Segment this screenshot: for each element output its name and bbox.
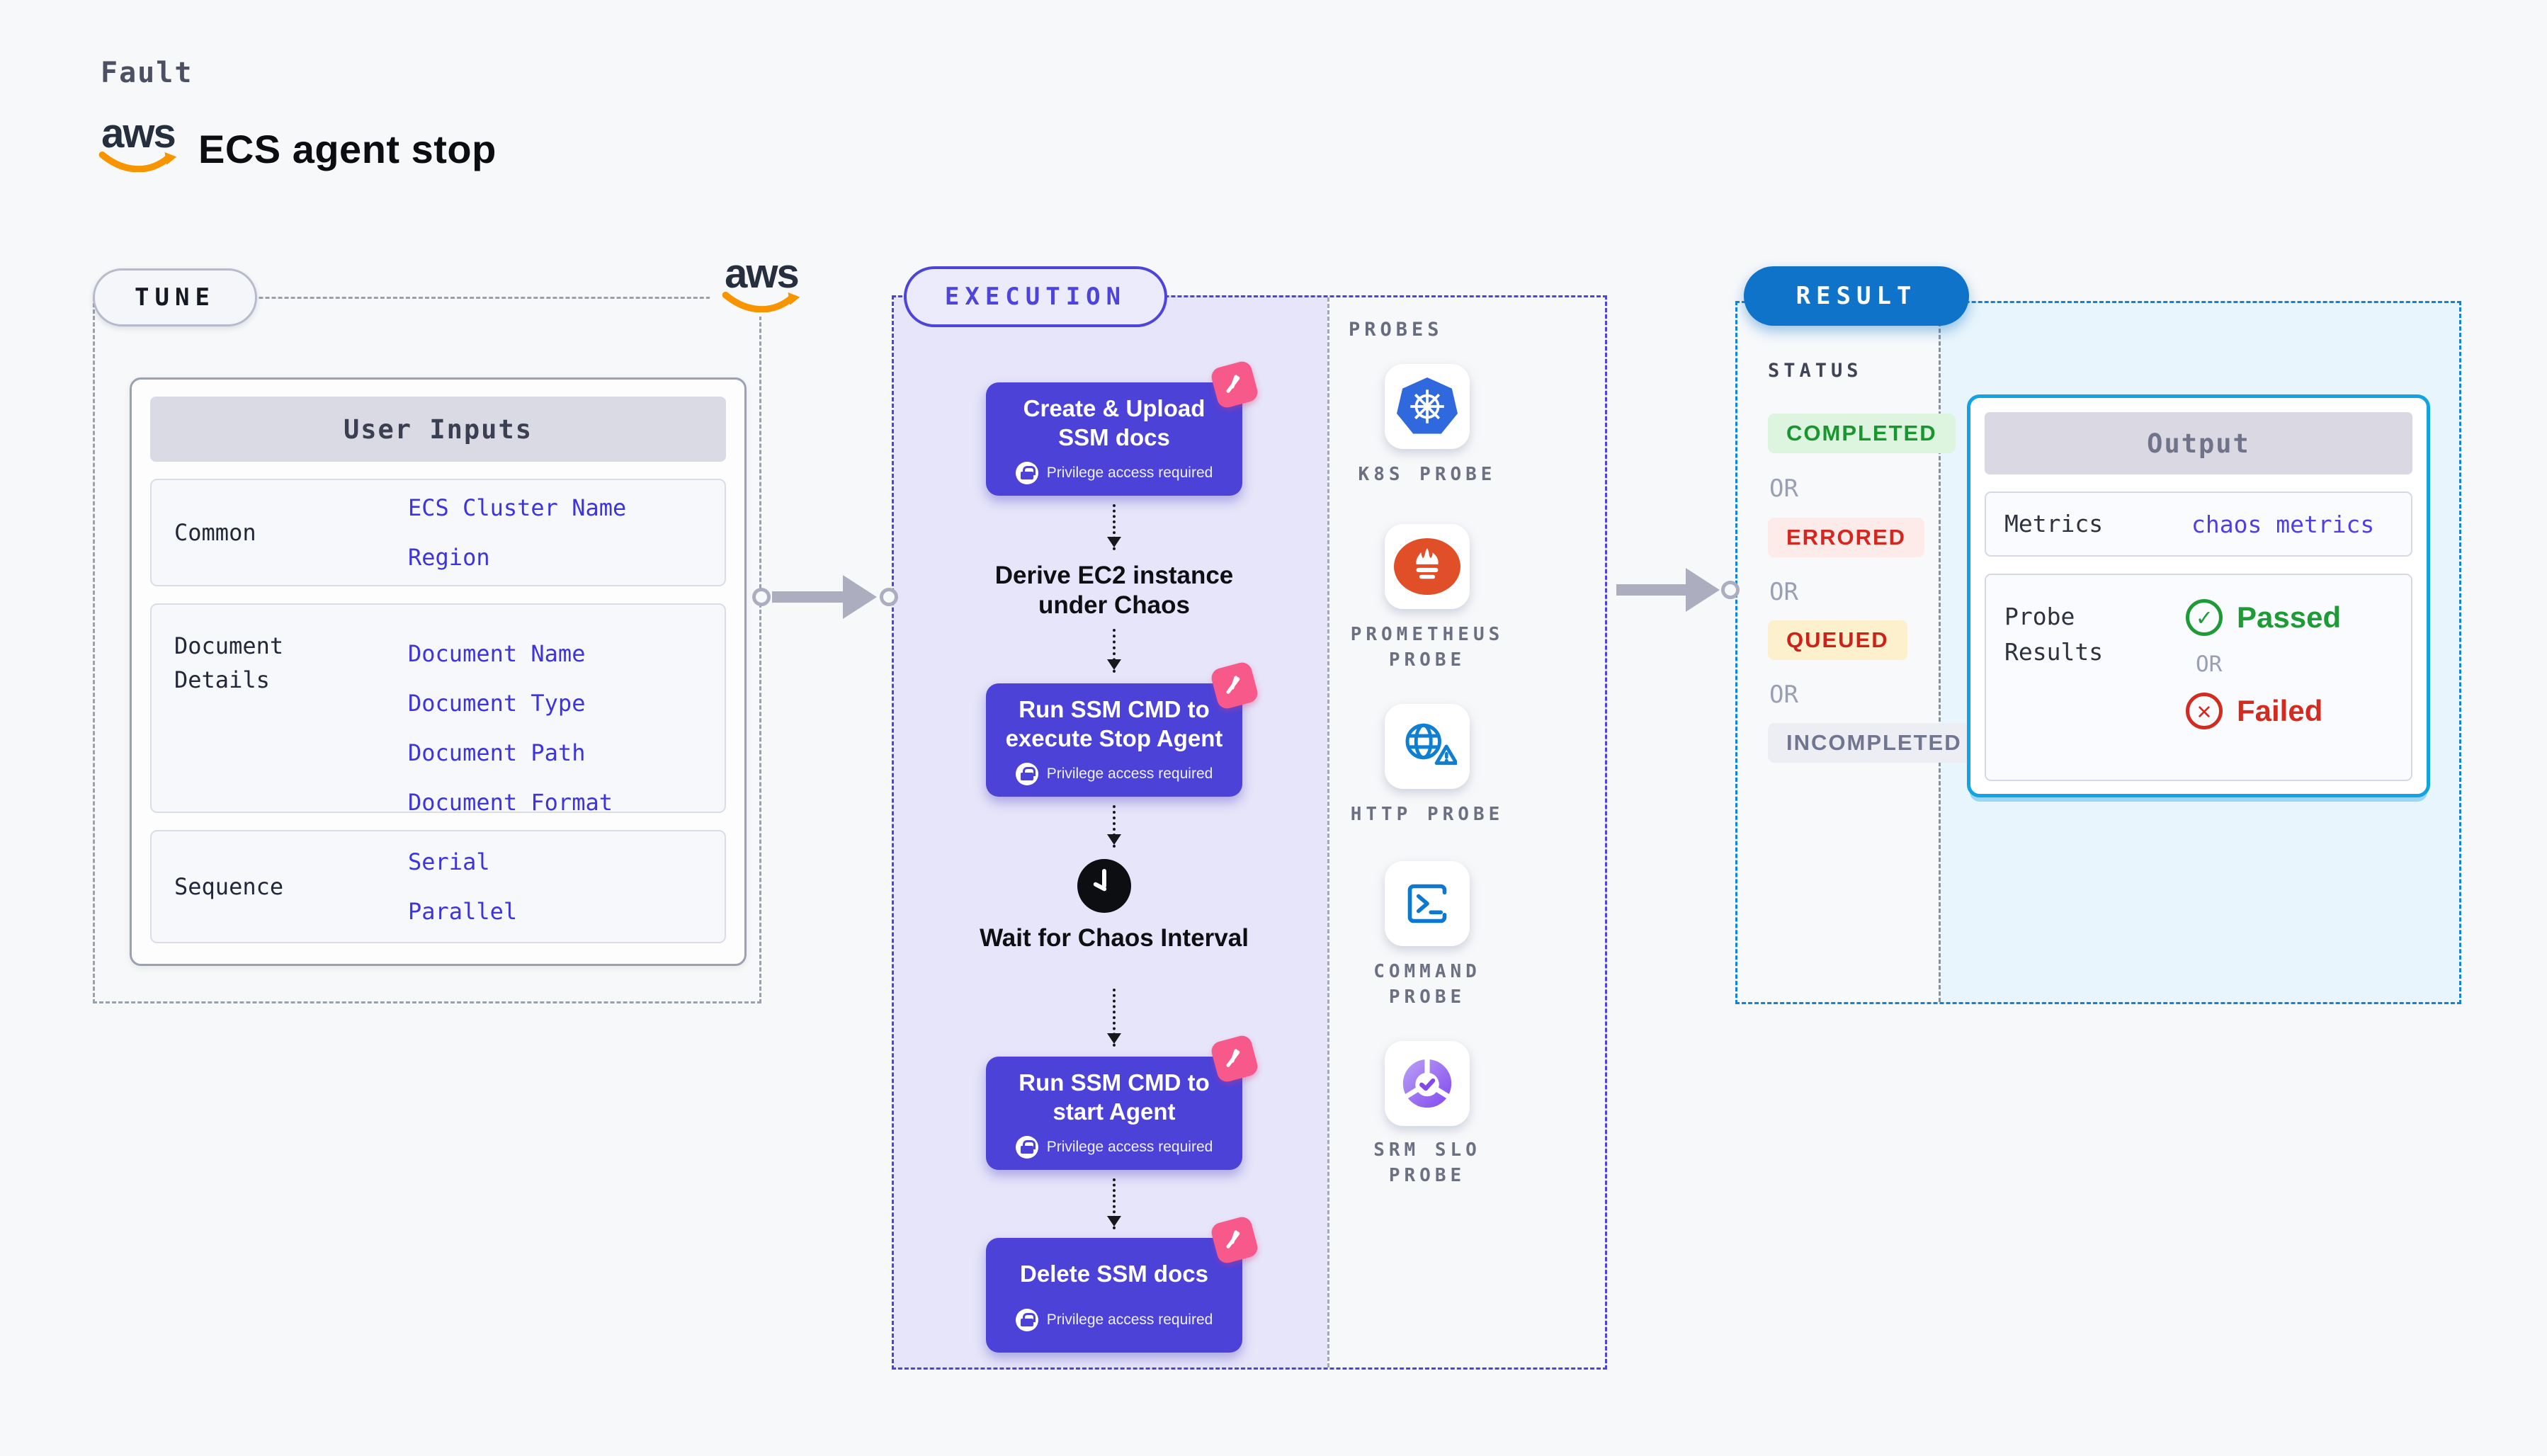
aws-logo: aws [96, 110, 180, 173]
probe-results-label: Probe Results [2004, 603, 2104, 666]
or-separator: OR [1769, 578, 1798, 606]
flow-block-title: Delete SSM docs [1020, 1260, 1208, 1287]
input-value: Serial [408, 848, 490, 875]
slo-donut-icon [1402, 1058, 1452, 1108]
output-card: Output Metrics chaos metrics Probe Resul… [1967, 394, 2430, 797]
input-value: Document Name [408, 640, 586, 667]
flow-arrow-down [1107, 504, 1121, 550]
tune-badge: TUNE [93, 268, 257, 326]
user-inputs-table: User Inputs Common ECS Cluster Name Regi… [130, 377, 747, 966]
globe-alert-icon [1405, 723, 1457, 766]
flow-step-derive-ec2: Derive EC2 instance under Chaos [994, 562, 1234, 619]
passed-label: Passed [2237, 601, 2342, 634]
passed-check-icon: ✓ [2186, 599, 2223, 636]
result-badge: RESULT [1744, 266, 1969, 326]
flow-step-wait-for-chaos-interval: Wait for Chaos Interval [980, 924, 1249, 952]
execution-badge: EXECUTION [904, 266, 1167, 327]
probe-results-row: Probe Results ✓ Passed OR ✕ Failed [1985, 574, 2412, 781]
probe-card-k8s [1385, 364, 1470, 449]
status-badge-queued: QUEUED [1768, 620, 1907, 660]
probe-card-http [1385, 704, 1470, 789]
probe-card-srm-slo [1385, 1041, 1470, 1126]
or-separator: OR [1769, 474, 1798, 503]
connector-ring [1721, 581, 1740, 599]
chaos-flag-icon [1209, 1215, 1260, 1266]
status-output-divider [1939, 303, 1941, 1002]
user-inputs-header: User Inputs [150, 397, 726, 462]
lock-icon [1015, 1309, 1038, 1332]
flow-block-title: Create & Upload SSM docs [1023, 394, 1206, 450]
metrics-value: chaos metrics [2191, 510, 2375, 538]
probe-label: HTTP PROBE [1350, 804, 1504, 825]
lock-icon [1015, 1136, 1038, 1159]
row-label: Common [174, 519, 256, 546]
or-separator: OR [1769, 681, 1798, 709]
flow-block-title: Run SSM CMD to start Agent [1019, 1069, 1210, 1125]
fault-eyebrow: Fault [101, 57, 193, 89]
flow-arrow-down [1107, 629, 1121, 673]
input-value: Document Path [408, 739, 586, 766]
arrow-execution-to-result [1616, 568, 1720, 612]
result-section: STATUS COMPLETED OR ERRORED OR QUEUED OR… [1735, 301, 2461, 1004]
privilege-note: Privilege access required [1046, 1139, 1213, 1156]
tune-section: User Inputs Common ECS Cluster Name Regi… [93, 297, 761, 1003]
table-row-sequence: Sequence Serial Parallel [150, 830, 726, 943]
failed-x-icon: ✕ [2186, 693, 2223, 729]
table-row-common: Common ECS Cluster Name Region [150, 479, 726, 586]
input-value: Parallel [408, 898, 518, 925]
prometheus-icon [1394, 538, 1460, 595]
probe-label: COMMAND PROBE [1373, 961, 1481, 1008]
flow-block-run-ssm-cmd-stop-agent: Run SSM CMD to execute Stop Agent Privil… [986, 660, 1260, 797]
flow-arrow-down [1107, 1178, 1121, 1229]
flow-block-title: Run SSM CMD to execute Stop Agent [1005, 695, 1223, 751]
terminal-icon [1407, 884, 1447, 923]
metrics-row: Metrics chaos metrics [1985, 491, 2412, 557]
execution-section: Create & Upload SSM docs Privilege acces… [892, 295, 1607, 1370]
probes-heading: PROBES [1349, 319, 1443, 341]
aws-smile-icon [722, 292, 800, 313]
privilege-note: Privilege access required [1046, 1312, 1213, 1329]
aws-smile-icon [98, 152, 177, 173]
status-heading: STATUS [1768, 360, 1863, 382]
flow-block-run-ssm-cmd-start-agent: Run SSM CMD to start Agent Privilege acc… [986, 1033, 1260, 1170]
table-row-document-details: Document Details Document Name Document … [150, 603, 726, 816]
clock-icon [1077, 859, 1131, 913]
metrics-label: Metrics [2004, 510, 2104, 538]
status-badge-incompleted: INCOMPLETED [1768, 723, 1980, 763]
aws-wordmark: aws [101, 110, 176, 157]
input-value: Document Format [408, 789, 613, 816]
page-title: ECS agent stop [198, 127, 497, 171]
probes-divider [1327, 297, 1329, 1367]
failed-label: Failed [2237, 694, 2323, 727]
probe-label: PROMETHEUS PROBE [1350, 624, 1504, 671]
flow-block-delete-ssm-docs: Delete SSM docs Privilege access require… [986, 1215, 1260, 1353]
connector-ring [752, 588, 771, 606]
status-badge-errored: ERRORED [1768, 518, 1925, 557]
aws-wordmark: aws [725, 251, 800, 297]
probe-label: K8S PROBE [1358, 464, 1497, 485]
input-value: ECS Cluster Name [408, 494, 627, 521]
lock-icon [1015, 763, 1038, 786]
privilege-note: Privilege access required [1046, 766, 1213, 783]
flow-block-create-upload-ssm-docs: Create & Upload SSM docs Privilege acces… [986, 359, 1260, 496]
input-value: Document Type [408, 690, 586, 717]
probe-label: SRM SLO PROBE [1373, 1139, 1481, 1187]
or-separator: OR [2196, 652, 2223, 677]
lock-icon [1015, 462, 1038, 485]
flow-arrow-down [1107, 805, 1121, 848]
privilege-note: Privilege access required [1046, 465, 1213, 482]
probe-card-prometheus [1385, 524, 1470, 609]
row-label: Sequence [174, 873, 284, 900]
input-value: Region [408, 544, 490, 571]
flow-arrow-down [1107, 989, 1121, 1047]
kubernetes-icon [1397, 377, 1458, 434]
aws-logo-small: aws [710, 252, 813, 317]
row-label: Document Details [174, 632, 284, 693]
arrow-tune-to-execution [772, 575, 877, 619]
probe-card-command [1385, 861, 1470, 946]
output-header: Output [1985, 412, 2412, 474]
status-badge-completed: COMPLETED [1768, 414, 1956, 453]
connector-ring [880, 588, 898, 606]
